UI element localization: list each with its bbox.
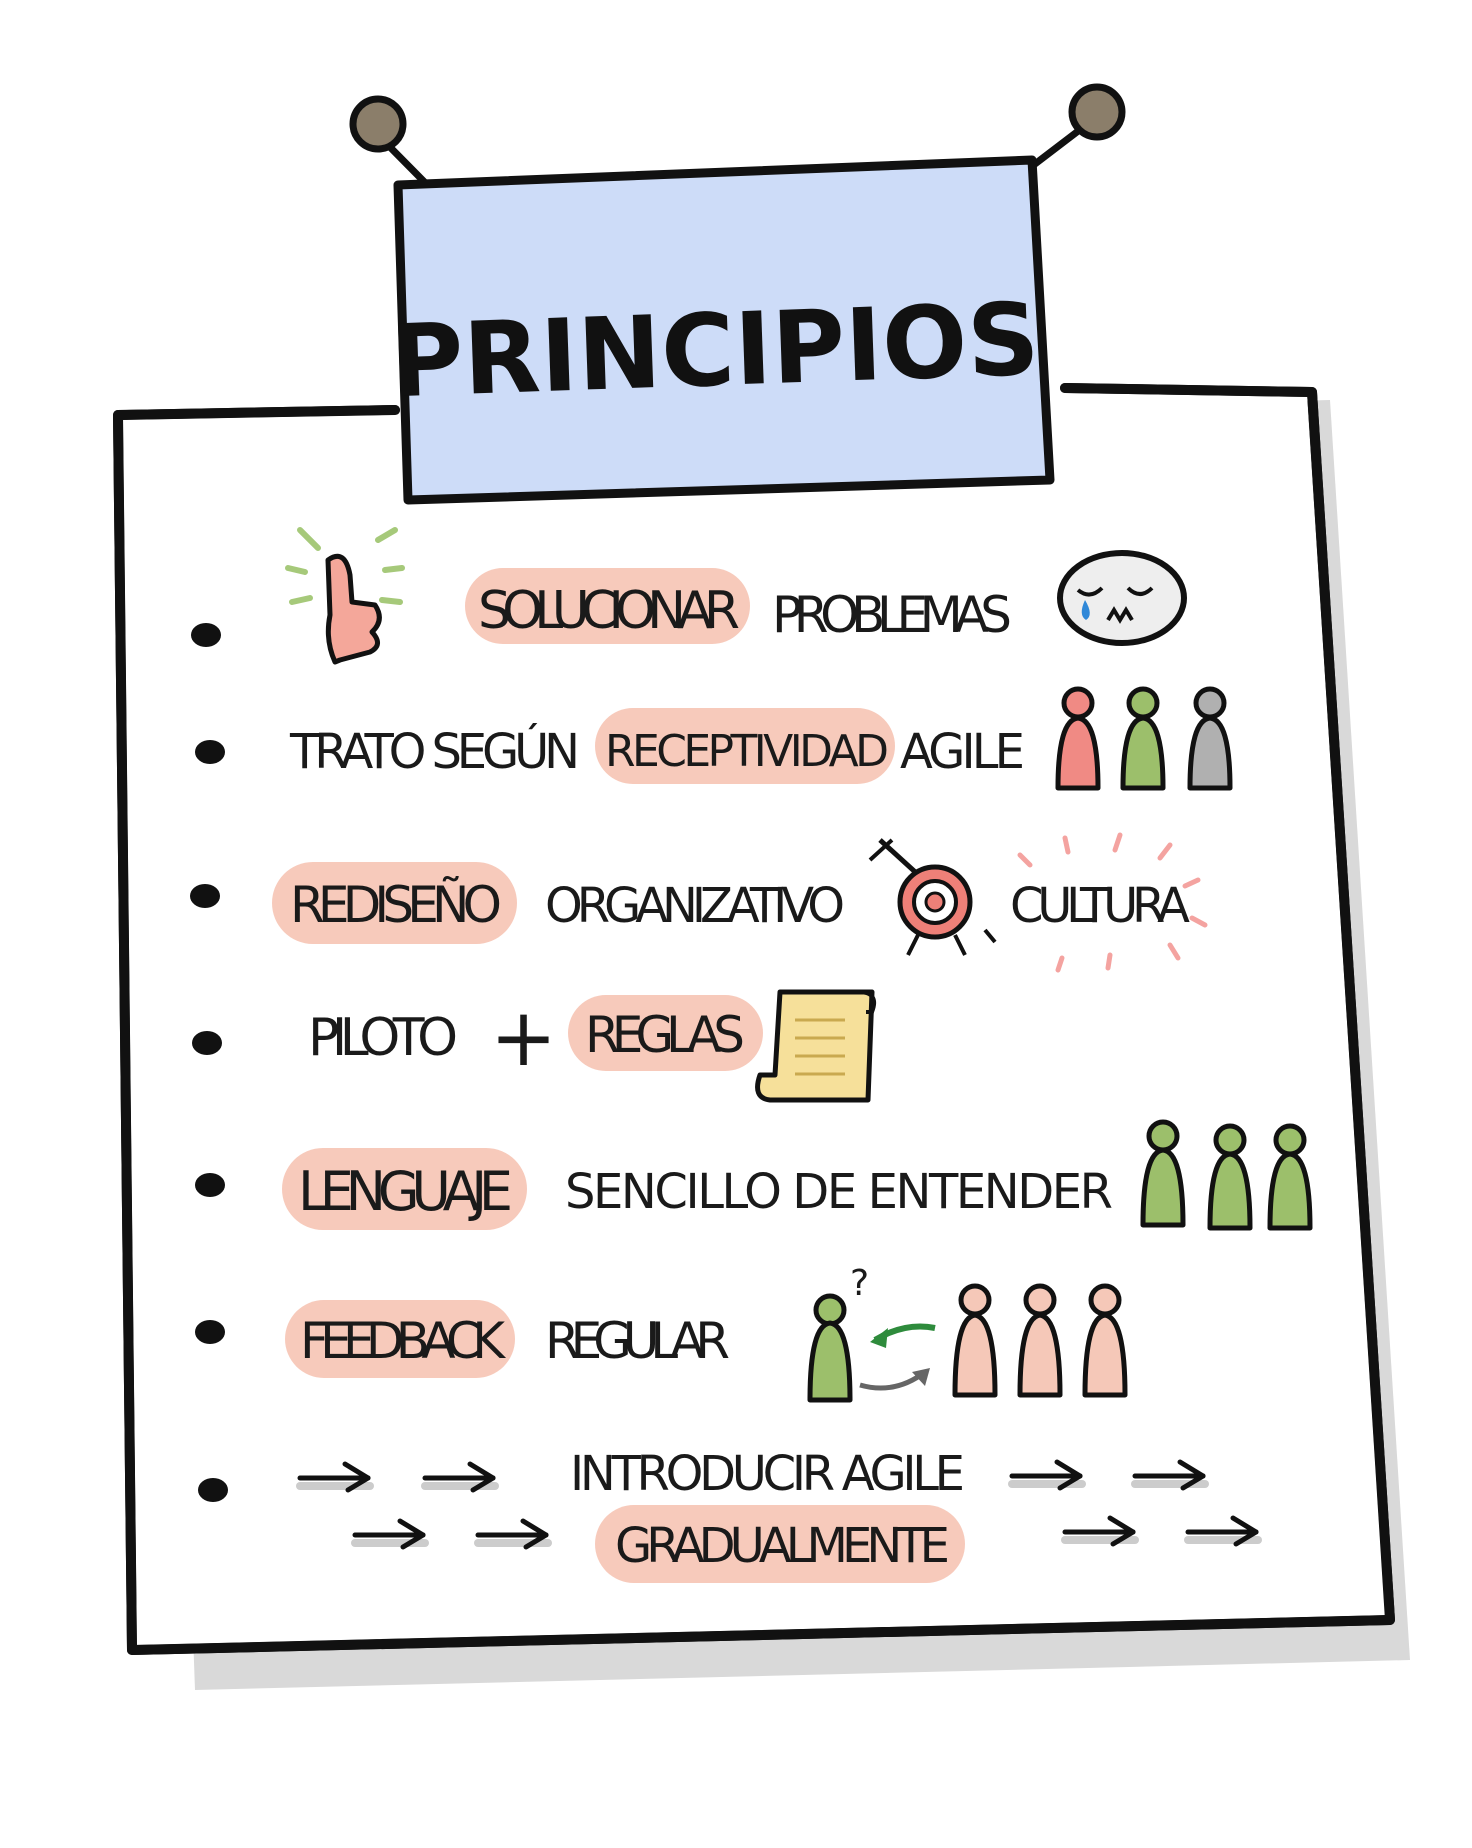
people-group-icon — [1140, 1119, 1313, 1231]
bullet-dot — [198, 1478, 228, 1502]
principle-row-3: REDISEÑO ORGANIZATIVO CULTURA — [272, 832, 1208, 973]
principle-4-text: PILOTO — [308, 1008, 458, 1068]
bullet-dot — [195, 1173, 225, 1197]
principle-4-keyword: REGLAS — [585, 1006, 745, 1064]
principle-row-2: TRATO SEGÚN RECEPTIVIDAD AGILE — [289, 686, 1233, 791]
principle-3-culture: CULTURA — [1010, 878, 1190, 934]
principle-6-text: REGULAR — [545, 1312, 730, 1370]
thumbs-up-icon — [285, 527, 405, 665]
title-card: PRINCIPIOS — [388, 155, 1055, 505]
principle-6-keyword: FEEDBACK — [300, 1312, 506, 1370]
principle-7-keyword: GRADUALMENTE — [615, 1518, 950, 1574]
bullet-dot — [195, 740, 225, 764]
principle-row-1: SOLUCIONAR PROBLEMAS — [285, 527, 1187, 665]
people-group-icon — [1055, 686, 1233, 791]
principle-2-keyword: RECEPTIVIDAD — [605, 726, 889, 777]
principle-row-6: FEEDBACK REGULAR ? — [285, 1263, 1128, 1403]
footprints-icon — [296, 1459, 1262, 1550]
bullet-list — [190, 623, 228, 1502]
principle-4-plus: + — [490, 991, 557, 1084]
target-icon — [868, 838, 997, 956]
principle-1-text: PROBLEMAS — [772, 586, 1012, 644]
principle-7-text: INTRODUCIR AGILE — [570, 1446, 965, 1502]
principle-2-text: TRATO SEGÚN — [289, 723, 580, 780]
page-title: PRINCIPIOS — [388, 281, 1041, 421]
bullet-dot — [195, 1320, 225, 1344]
principle-1-keyword: SOLUCIONAR — [478, 581, 740, 641]
principle-3-keyword: REDISEÑO — [290, 876, 502, 934]
principle-row-4: PILOTO + REGLAS — [308, 989, 877, 1103]
sad-face-icon — [1057, 550, 1187, 646]
question-mark: ? — [850, 1263, 869, 1304]
principle-3-text: ORGANIZATIVO — [545, 878, 845, 934]
feedback-loop-icon: ? — [807, 1263, 1128, 1403]
bullet-dot — [191, 623, 221, 647]
bullet-dot — [192, 1031, 222, 1055]
bullet-dot — [190, 884, 220, 908]
scroll-icon — [755, 989, 877, 1103]
principle-row-5: LENGUAJE SENCILLO DE ENTENDER — [282, 1119, 1313, 1231]
principle-2-agile: AGILE — [900, 724, 1025, 780]
principle-5-text: SENCILLO DE ENTENDER — [565, 1164, 1113, 1220]
principle-5-keyword: LENGUAJE — [298, 1160, 513, 1223]
principle-row-7: INTRODUCIR AGILE GRADUALMENTE — [296, 1446, 1262, 1583]
sparkle-lines — [1017, 832, 1208, 973]
